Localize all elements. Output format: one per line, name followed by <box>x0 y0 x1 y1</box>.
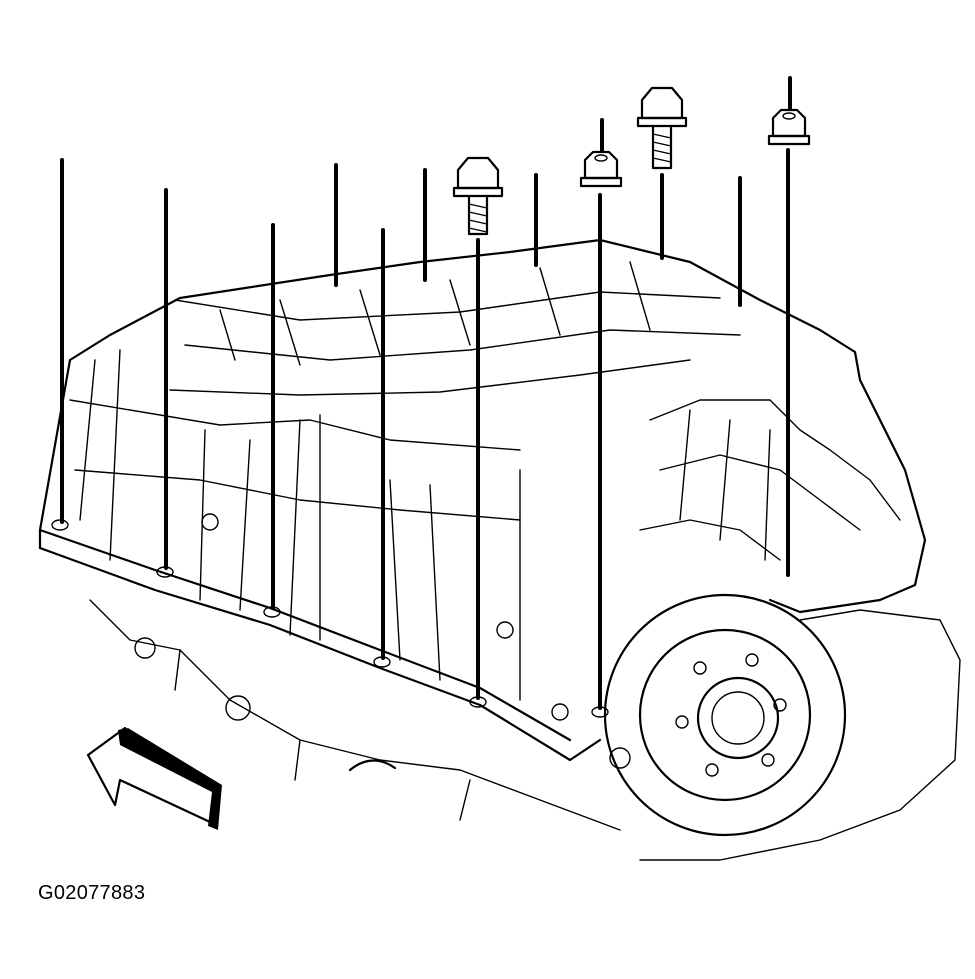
bolt-center-lines <box>60 76 792 710</box>
figure-code: G02077883 <box>38 882 146 904</box>
oil-pan-body <box>38 238 961 861</box>
crankshaft-flange <box>603 593 847 837</box>
flange-bolt-icon <box>636 86 688 170</box>
front-direction-arrow-icon <box>86 726 222 830</box>
flange-nut-icon <box>767 108 811 146</box>
flange-nut-icon <box>579 150 623 188</box>
flange-bolt-icon <box>452 156 504 236</box>
